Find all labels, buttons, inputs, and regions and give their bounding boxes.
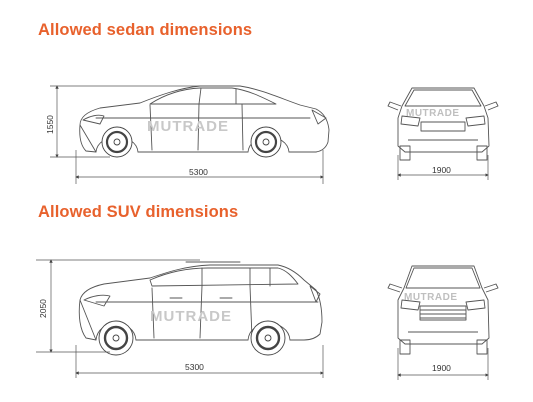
sedan-height-label: 1550 xyxy=(45,115,55,134)
sedan-height-dimension xyxy=(50,85,200,158)
sedan-front-watermark: MUTRADE xyxy=(406,108,460,119)
sedan-width-dimension xyxy=(397,155,489,180)
suv-height-label: 2050 xyxy=(38,299,48,318)
suv-side-wheels xyxy=(98,320,286,356)
sedan-length-label: 5300 xyxy=(189,167,208,177)
suv-width-label: 1900 xyxy=(432,363,451,373)
sedan-front-view xyxy=(387,87,499,161)
sedan-length-dimension xyxy=(75,150,324,184)
suv-length-dimension xyxy=(75,345,324,378)
sedan-side-wheels xyxy=(101,126,282,158)
suv-section-title: Allowed SUV dimensions xyxy=(38,203,239,221)
suv-length-label: 5300 xyxy=(185,362,204,372)
suv-side-watermark: MUTRADE xyxy=(150,308,232,325)
suv-width-dimension xyxy=(397,348,489,380)
suv-front-view xyxy=(387,265,499,355)
suv-height-dimension xyxy=(36,259,200,353)
sedan-side-watermark: MUTRADE xyxy=(147,118,229,135)
sedan-width-label: 1900 xyxy=(432,165,451,175)
sedan-side-view xyxy=(79,85,330,153)
sedan-section-title: Allowed sedan dimensions xyxy=(38,21,253,39)
suv-front-watermark: MUTRADE xyxy=(404,292,458,303)
